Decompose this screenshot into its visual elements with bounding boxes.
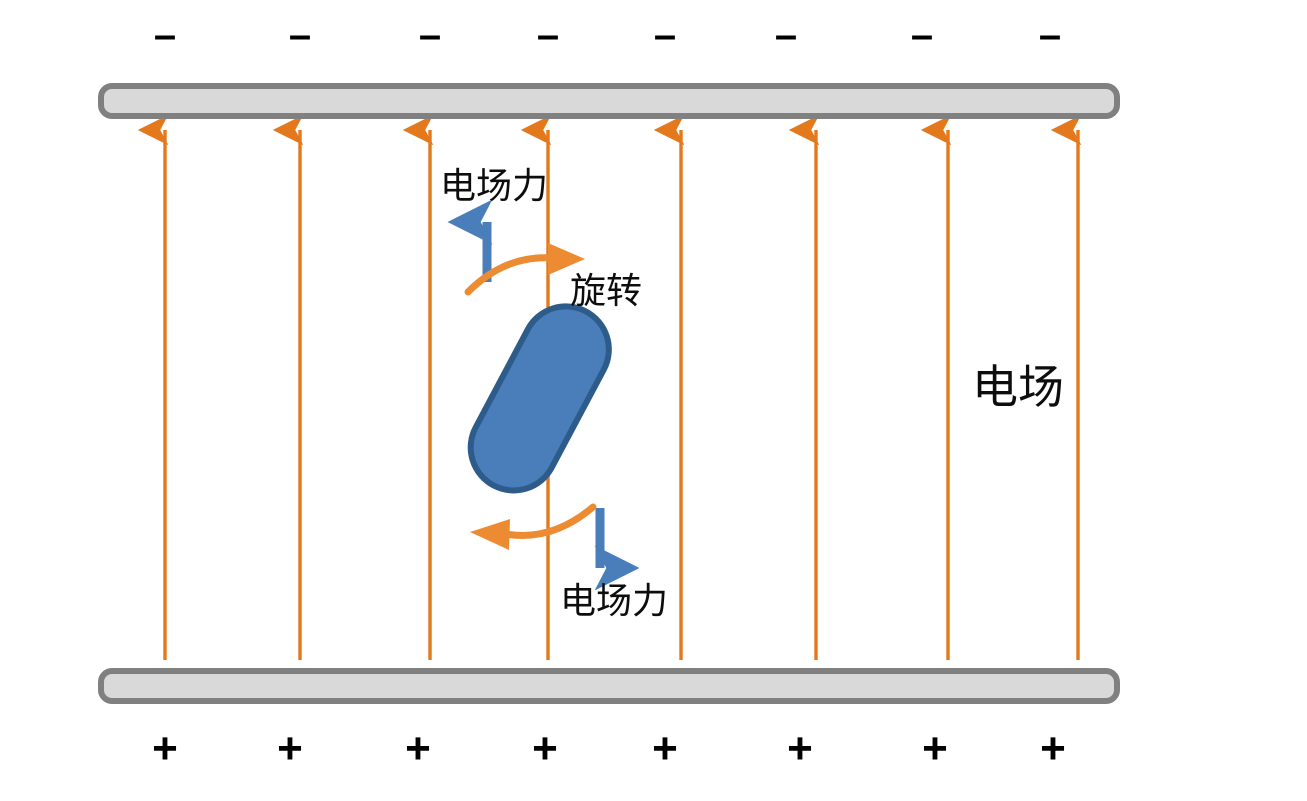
bottom-plate-charge-sign: +: [277, 724, 303, 773]
dipole-capsule: [467, 303, 612, 494]
field-line-group: [137, 114, 1082, 660]
dipole-negative-charge: –: [562, 434, 585, 478]
bottom-plate-charge-sign: +: [922, 724, 948, 773]
dipole-positive-charge: +: [488, 325, 512, 369]
top-plate-charge-sign: –: [910, 13, 934, 57]
rotation-label: 旋转: [570, 270, 643, 311]
rotation-arrow-bottom: [470, 503, 597, 550]
top-plate-charge-sign: –: [153, 13, 177, 57]
electric-field-label: 电场: [972, 361, 1064, 413]
bottom-plate-charge-sign: +: [1040, 724, 1066, 773]
bottom-plate: [98, 668, 1120, 704]
dipole-body[interactable]: [456, 291, 624, 505]
top-plate-charge-sign: –: [653, 13, 677, 57]
top-plate: [98, 83, 1120, 119]
bottom-plate-charge-sign: +: [652, 724, 678, 773]
bottom-plate-charge-sign: +: [152, 724, 178, 773]
bottom-plate-charge-sign: +: [532, 724, 558, 773]
top-plate-charge-sign: –: [288, 13, 312, 57]
top-plate-charge-sign: –: [1038, 13, 1062, 57]
rotation-arrow-top: [464, 243, 585, 296]
force-label-bottom: 电场力: [560, 580, 669, 621]
top-plate-charge-sign: –: [418, 13, 442, 57]
force-label-top: 电场力: [440, 165, 549, 206]
top-plate-charge-sign: –: [774, 13, 798, 57]
bottom-plate-charge-sign: +: [405, 724, 431, 773]
bottom-plate-charge-sign: +: [787, 724, 813, 773]
top-plate-charge-sign: –: [536, 13, 560, 57]
